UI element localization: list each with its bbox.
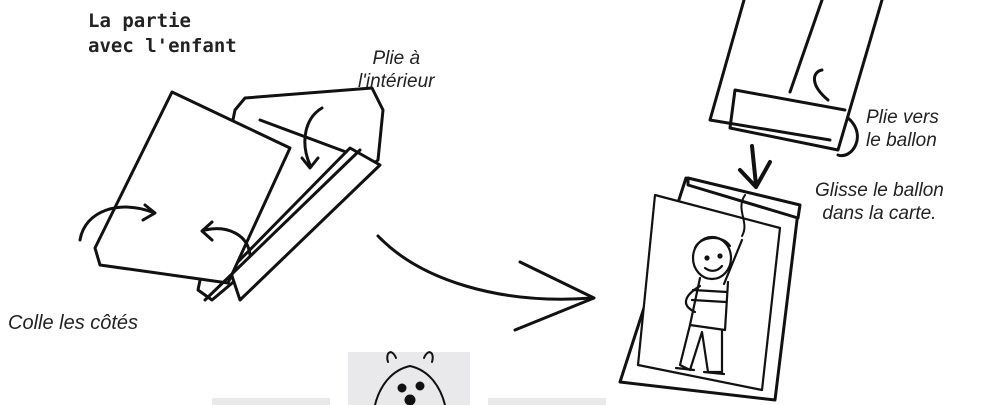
giraffe-picture bbox=[348, 351, 470, 405]
down-arrow-icon bbox=[750, 144, 758, 187]
slide-balloon-line-2: dans la carte. bbox=[822, 203, 937, 224]
glue-sides-annotation: Colle les côtés bbox=[8, 312, 139, 334]
title-line-1: La partie bbox=[88, 10, 191, 32]
page-title: La partie avec l'enfant bbox=[88, 9, 237, 59]
child-figure-icon bbox=[674, 235, 744, 376]
curved-arrow-icon bbox=[300, 156, 320, 170]
slide-balloon-line-1: Glisse le ballon bbox=[815, 180, 944, 201]
folding-strip-drawing bbox=[708, 0, 884, 152]
down-arrow-icon bbox=[738, 160, 772, 189]
curved-arrow-icon bbox=[78, 205, 154, 242]
card-edge-line bbox=[203, 148, 362, 302]
fold-balloon-line-2: le ballon bbox=[866, 130, 937, 151]
balloon-icon bbox=[740, 194, 746, 237]
fold-inside-line-2: l'intérieur bbox=[358, 71, 435, 92]
curved-arrow-icon bbox=[203, 227, 252, 257]
curved-arrow-icon bbox=[836, 116, 859, 158]
transition-arrow-icon bbox=[513, 260, 596, 332]
bottom-paper-right bbox=[488, 398, 606, 405]
curved-arrow-icon bbox=[813, 68, 830, 102]
curved-arrow-icon bbox=[141, 203, 157, 222]
card-inner-fold-line bbox=[258, 118, 348, 154]
curved-arrow-icon bbox=[303, 106, 324, 167]
giraffe-icon bbox=[374, 365, 446, 405]
fold-balloon-line-1: Plie vers bbox=[866, 107, 939, 128]
curved-arrow-icon bbox=[200, 220, 214, 242]
folded-card-drawing bbox=[93, 86, 385, 302]
fold-inside-line-1: Plie à bbox=[372, 48, 421, 69]
fold-inside-annotation: Plie à l'intérieur bbox=[358, 47, 435, 93]
title-line-2: avec l'enfant bbox=[88, 35, 237, 57]
transition-arrow-icon bbox=[376, 234, 594, 301]
card-with-child-drawing bbox=[618, 176, 802, 402]
slide-balloon-annotation: Glisse le ballon dans la carte. bbox=[815, 179, 944, 225]
fold-toward-balloon-annotation: Plie vers le ballon bbox=[866, 106, 939, 152]
card-side-flap bbox=[228, 146, 382, 302]
bottom-paper-left bbox=[212, 398, 330, 405]
